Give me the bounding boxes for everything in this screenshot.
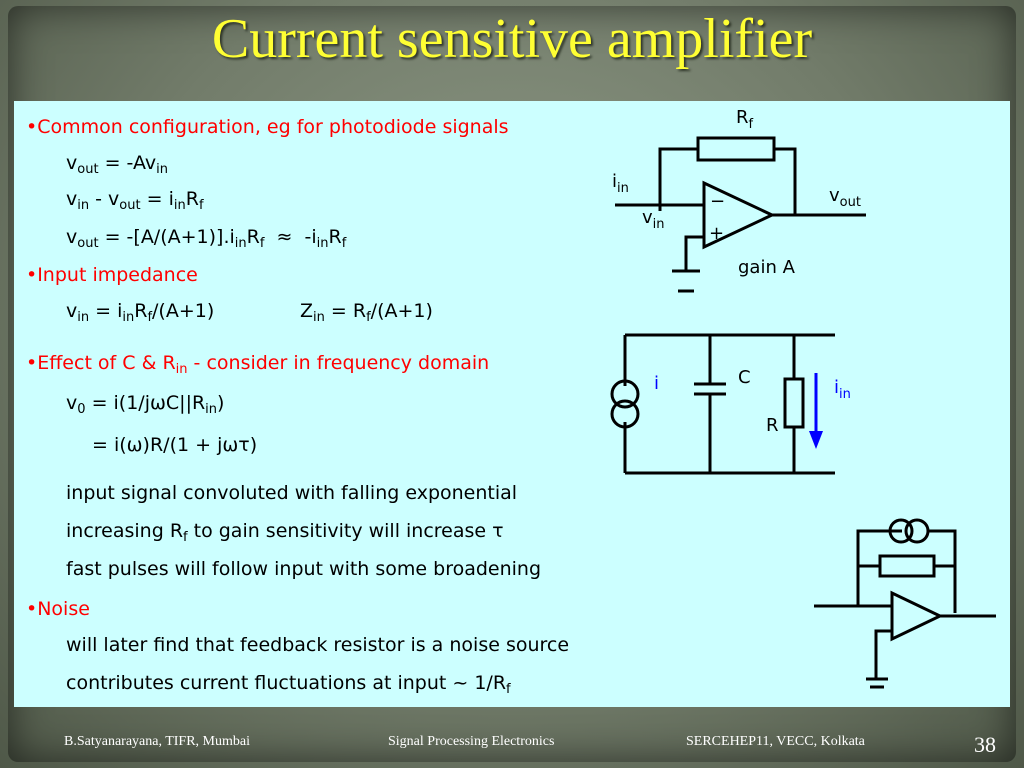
diagram-current-amplifier: Rf iin vin vout − + gain A	[612, 107, 866, 293]
label-plus: +	[709, 223, 724, 244]
equation-vout-gain: vout = -[A/(A+1)].iinRf ≈ -iinRf	[66, 226, 347, 251]
bullet-effect-c-rin: •Effect of C & Rin - consider in frequen…	[26, 352, 490, 377]
arrow-iin-head	[809, 431, 823, 449]
text-convoluted: input signal convoluted with falling exp…	[66, 482, 518, 504]
noise-feedback-resistor	[878, 554, 936, 578]
footer-course: Signal Processing Electronics	[388, 734, 555, 749]
label-iin: iin	[612, 171, 629, 196]
equation-vout: vout = -Avin	[66, 152, 168, 177]
label-rf: Rf	[736, 107, 754, 132]
noise-ground-wire	[874, 629, 892, 679]
label-i: i	[654, 373, 659, 394]
label-iin-2: iin	[834, 377, 851, 402]
opamp-triangle	[702, 180, 776, 250]
equation-zin: Zin = Rf/(A+1)	[300, 300, 433, 325]
page-number: 38	[974, 732, 996, 757]
text-current-fluctuations: contributes current fluctuations at inpu…	[66, 672, 511, 697]
noise-source-circle-2	[904, 518, 930, 544]
label-vout: vout	[829, 185, 861, 210]
equation-vin-minus-vout: vin - vout = iinRf	[66, 188, 204, 213]
label-vin: vin	[642, 207, 665, 232]
equation-v0-omega: = i(ω)R/(1 + jωτ)	[92, 434, 258, 456]
slide-title: Current sensitive amplifier	[211, 8, 813, 70]
content-panel: •Common configuration, eg for photodiode…	[14, 101, 1010, 707]
noise-source-circle-1	[888, 518, 914, 544]
text-noise-source: will later find that feedback resistor i…	[66, 634, 570, 656]
bullet-noise: •Noise	[26, 598, 90, 620]
diagram-noise	[814, 518, 996, 689]
noise-loop-left	[856, 529, 902, 606]
ground-wire	[684, 235, 704, 271]
label-r: R	[766, 415, 779, 436]
current-source-circle-1	[610, 379, 640, 409]
label-c: C	[738, 367, 751, 388]
equation-vin: vin = iinRf/(A+1)	[66, 300, 215, 325]
current-source-circle-2	[610, 399, 640, 429]
bullet-input-impedance: •Input impedance	[26, 264, 198, 286]
footer-author: B.Satyanarayana, TIFR, Mumbai	[64, 734, 250, 749]
noise-loop-right	[928, 529, 957, 613]
label-gain: gain A	[738, 257, 796, 278]
noise-opamp	[890, 590, 944, 642]
diagram-input-rc: i C R iin	[610, 333, 851, 475]
footer-event: SERCEHEP11, VECC, Kolkata	[686, 734, 865, 749]
text-increasing-rf: increasing Rf to gain sensitivity will i…	[66, 520, 504, 545]
feedback-wire-right	[774, 147, 797, 215]
equation-v0: v0 = i(1/jωC||Rin)	[66, 392, 225, 417]
feedback-wire-left	[658, 147, 698, 211]
bullet-common-config: •Common configuration, eg for photodiode…	[26, 116, 509, 138]
text-fast-pulses: fast pulses will follow input with some …	[66, 558, 542, 580]
label-minus: −	[710, 191, 725, 212]
